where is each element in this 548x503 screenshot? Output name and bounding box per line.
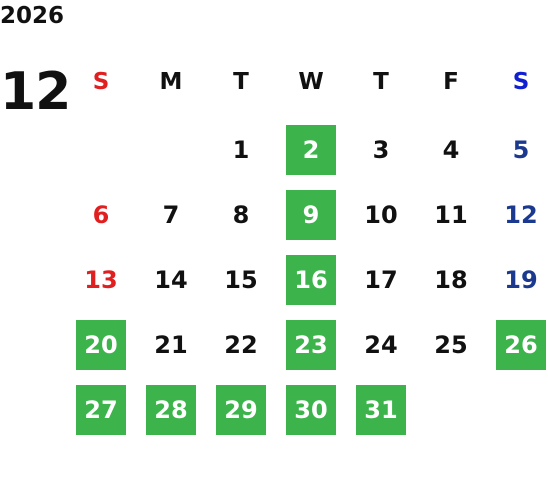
month-number: 12 <box>0 62 71 122</box>
year-label: 2026 <box>0 3 65 29</box>
weekday-header-wed: W <box>298 69 324 95</box>
day-cell-1: 1 <box>232 136 250 164</box>
day-cell-15: 15 <box>224 266 258 294</box>
weekday-header-sun: S <box>92 69 110 95</box>
day-cell-22: 22 <box>224 331 258 359</box>
day-cell-31: 31 <box>356 385 406 435</box>
day-cell-4: 4 <box>442 136 460 164</box>
day-cell-10: 10 <box>364 201 398 229</box>
weekday-header-fri: F <box>443 69 459 95</box>
day-cell-16: 16 <box>286 255 336 305</box>
weekday-header-tue: T <box>233 69 249 95</box>
day-cell-12: 12 <box>504 201 538 229</box>
day-cell-23: 23 <box>286 320 336 370</box>
day-cell-25: 25 <box>434 331 468 359</box>
day-cell-28: 28 <box>146 385 196 435</box>
day-cell-29: 29 <box>216 385 266 435</box>
day-cell-21: 21 <box>154 331 188 359</box>
day-cell-26: 26 <box>496 320 546 370</box>
day-cell-8: 8 <box>232 201 250 229</box>
day-cell-3: 3 <box>372 136 390 164</box>
day-cell-30: 30 <box>286 385 336 435</box>
day-cell-24: 24 <box>364 331 398 359</box>
weekday-header-sat: S <box>512 69 530 95</box>
day-cell-17: 17 <box>364 266 398 294</box>
day-cell-13: 13 <box>84 266 118 294</box>
day-cell-11: 11 <box>434 201 468 229</box>
day-cell-2: 2 <box>286 125 336 175</box>
day-cell-18: 18 <box>434 266 468 294</box>
day-cell-9: 9 <box>286 190 336 240</box>
weekday-header-mon: M <box>159 69 183 95</box>
day-cell-20: 20 <box>76 320 126 370</box>
day-cell-7: 7 <box>162 201 180 229</box>
day-cell-5: 5 <box>512 136 530 164</box>
day-cell-6: 6 <box>92 201 110 229</box>
day-cell-14: 14 <box>154 266 188 294</box>
day-cell-27: 27 <box>76 385 126 435</box>
day-cell-19: 19 <box>504 266 538 294</box>
weekday-header-thu: T <box>373 69 389 95</box>
